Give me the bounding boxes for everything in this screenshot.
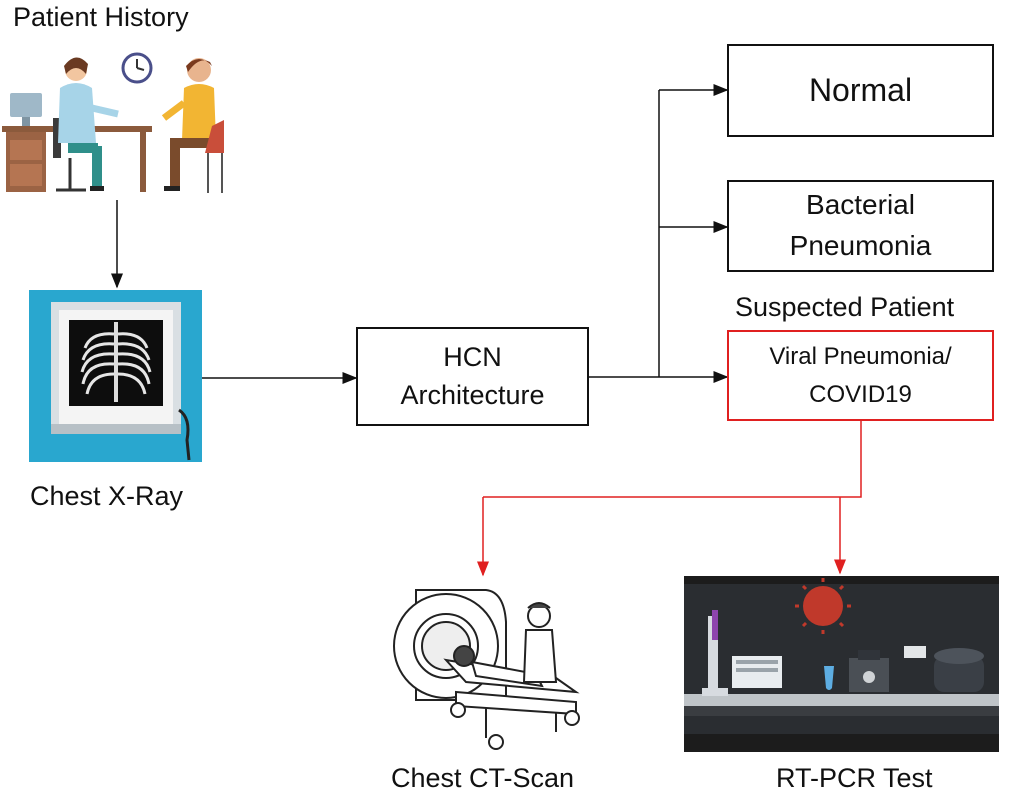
chest-xray-label: Chest X-Ray [30, 481, 184, 511]
viral-box-line2: COVID19 [809, 380, 912, 408]
chest-ct-scan-label: Chest CT-Scan [391, 763, 575, 793]
edge-viral-to-tests [483, 421, 862, 498]
normal-box-label: Normal [808, 72, 913, 108]
viral-box-line1: Viral Pneumonia/ [769, 343, 952, 371]
chest-xray-illustration [29, 290, 202, 462]
normal-box: Normal [727, 44, 994, 137]
bacterial-pneumonia-box: Bacterial Pneumonia [727, 180, 994, 272]
suspected-patient-label: Suspected Patient [735, 292, 955, 322]
hcn-architecture-box: HCN Architecture [356, 327, 589, 426]
hcn-box-line1: HCN [443, 341, 502, 372]
doctor-patient-illustration [2, 52, 224, 193]
pcr-lab-illustration [684, 576, 999, 752]
bacterial-box-line1: Bacterial [806, 189, 915, 221]
ct-scanner-illustration [393, 589, 580, 750]
viral-pneumonia-box: Viral Pneumonia/ COVID19 [727, 330, 994, 421]
hcn-box-line2: Architecture [400, 379, 545, 410]
rt-pcr-test-label: RT-PCR Test [776, 763, 933, 793]
patient-history-label: Patient History [13, 2, 189, 32]
bacterial-box-line2: Pneumonia [789, 230, 932, 261]
